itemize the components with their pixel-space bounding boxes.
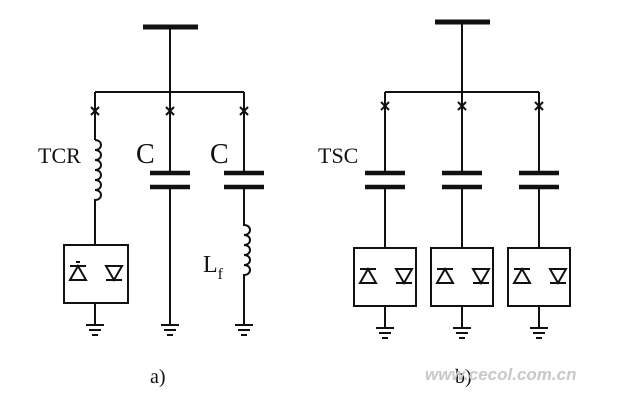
ground-icon-b-1 xyxy=(376,327,394,339)
capacitor-a-1-label: C xyxy=(136,139,155,170)
ground-icon-a-2 xyxy=(161,324,179,336)
thyristor-pair-b-1-icon xyxy=(353,247,417,307)
ground-icon-a-1 xyxy=(86,324,104,336)
capacitor-a-1-icon xyxy=(150,170,190,190)
tsc-branch-2 xyxy=(430,92,494,339)
panel-a: TCR C C Lf xyxy=(38,24,264,388)
tsc-branch-3 xyxy=(507,92,571,339)
ground-icon-b-3 xyxy=(530,327,548,339)
ground-icon-a-3 xyxy=(235,324,253,336)
switch-a-3 xyxy=(239,92,249,173)
capacitor-a-2-label: C xyxy=(210,139,229,170)
tsc-branch-1 xyxy=(353,92,417,339)
capacitor-a-2-icon xyxy=(224,170,264,190)
tsc-label: TSC xyxy=(318,143,358,168)
panel-b-label: b) xyxy=(455,366,472,388)
tcr-inductor-icon xyxy=(94,139,102,245)
watermark: www.cecol.com.cn xyxy=(425,365,576,384)
switch-a-2 xyxy=(165,92,175,173)
ground-icon-b-2 xyxy=(453,327,471,339)
thyristor-pair-b-3-icon xyxy=(507,247,571,307)
thyristor-pair-a-icon xyxy=(63,244,129,304)
filter-inductor-label: Lf xyxy=(203,252,224,283)
tcr-label: TCR xyxy=(38,143,81,168)
switch-a-1 xyxy=(90,92,100,140)
panel-a-label: a) xyxy=(150,366,166,388)
panel-b: TSC b) xyxy=(318,19,571,388)
filter-inductor-icon xyxy=(243,187,251,325)
thyristor-pair-b-2-icon xyxy=(430,247,494,307)
